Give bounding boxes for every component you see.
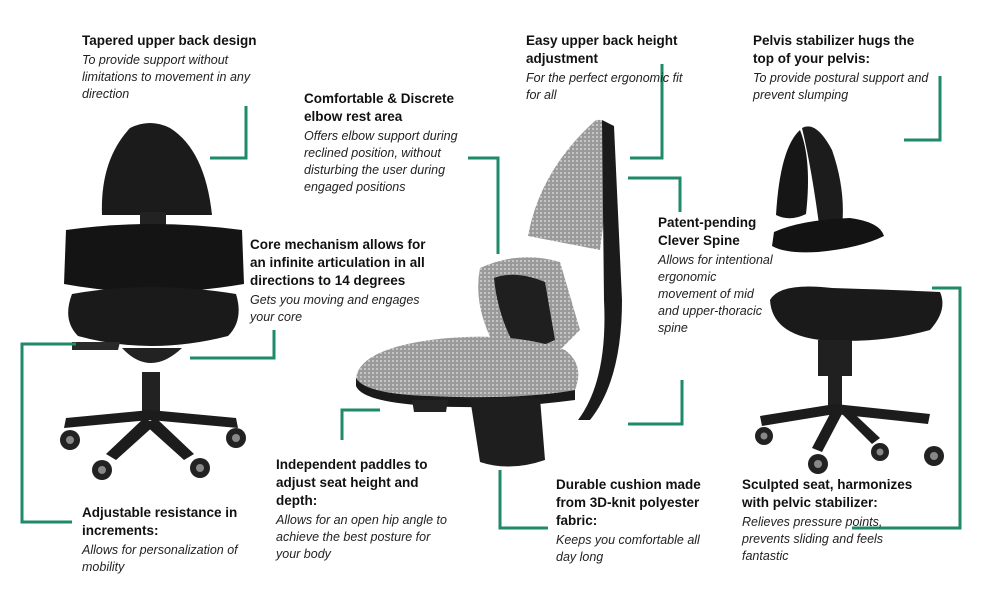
callout-description: For the perfect ergonomic fit for all <box>526 71 683 102</box>
callout-description: Gets you moving and engages your core <box>250 293 420 324</box>
callout-description: Allows for personalization of mobility <box>82 543 238 574</box>
callout-title: Adjustable resistance in increments: <box>82 505 238 538</box>
callout-description: Keeps you comfortable all day long <box>556 533 700 564</box>
callout-title: Comfortable & Discrete elbow rest area <box>304 91 455 124</box>
callout-title: Durable cushion made from 3D-knit polyes… <box>556 477 701 528</box>
callout-title: Tapered upper back design <box>82 33 257 48</box>
callout-clever-spine: Patent-pending Clever Spine Allows for i… <box>658 214 778 337</box>
callout-sculpted-seat: Sculpted seat, harmonizes with pelvic st… <box>742 476 920 565</box>
chair-side-view <box>755 126 944 474</box>
callout-title: Independent paddles to adjust seat heigh… <box>276 457 428 508</box>
chair-mesh-side-view <box>356 119 622 467</box>
callout-description: Offers elbow support during reclined pos… <box>304 129 458 194</box>
callout-title: Sculpted seat, harmonizes with pelvic st… <box>742 477 913 510</box>
callout-adjustable-resistance: Adjustable resistance in increments: All… <box>82 504 258 576</box>
callout-description: To provide support without limitations t… <box>82 53 251 101</box>
callout-cushion: Durable cushion made from 3D-knit polyes… <box>556 476 722 566</box>
callout-pelvis-stabilizer: Pelvis stabilizer hugs the top of your p… <box>753 32 937 104</box>
leader-lines <box>20 64 962 530</box>
callout-title: Pelvis stabilizer hugs the top of your p… <box>753 33 915 66</box>
callout-title: Easy upper back height adjustment <box>526 33 678 66</box>
callout-title: Patent-pending Clever Spine <box>658 215 757 248</box>
callout-paddles: Independent paddles to adjust seat heigh… <box>276 456 452 563</box>
callout-description: To provide postural support and prevent … <box>753 71 929 102</box>
callout-elbow-rest: Comfortable & Discrete elbow rest area O… <box>304 90 486 196</box>
callout-tapered-back: Tapered upper back design To provide sup… <box>82 32 262 103</box>
callout-core-mechanism: Core mechanism allows for an infinite ar… <box>250 236 442 326</box>
callout-description: Allows for intentional ergonomic movemen… <box>658 253 773 335</box>
callout-upper-back-adjust: Easy upper back height adjustment For th… <box>526 32 696 104</box>
callout-description: Relieves pressure points, prevents slidi… <box>742 515 884 563</box>
callout-description: Allows for an open hip angle to achieve … <box>276 513 447 561</box>
callout-title: Core mechanism allows for an infinite ar… <box>250 237 426 288</box>
chair-front-view <box>60 123 246 480</box>
